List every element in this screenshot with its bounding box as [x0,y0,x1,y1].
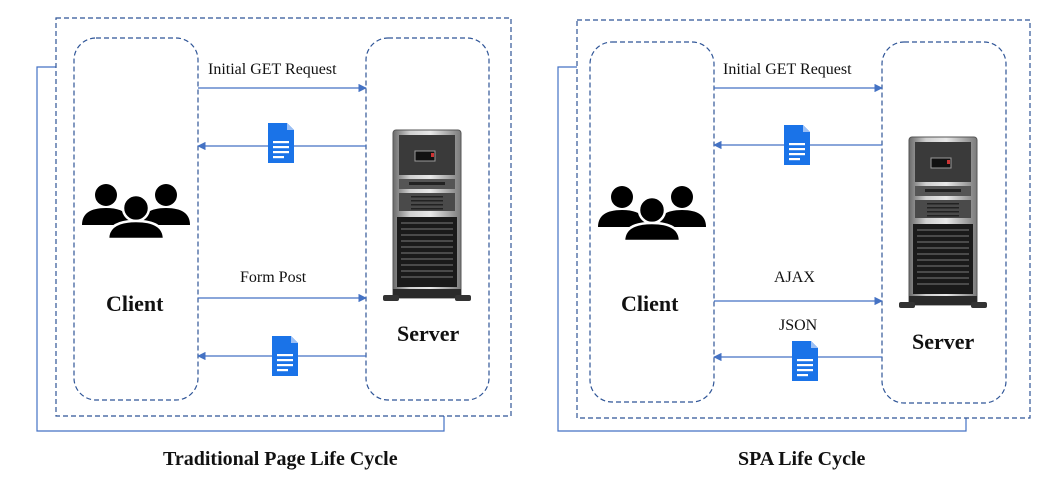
spa-client-label: Client [621,291,679,316]
spa-caption: SPA Life Cycle [738,448,866,470]
traditional-document-icon-2 [272,336,298,376]
traditional-panel [36,17,512,432]
spa-ajax-label: AJAX [774,269,815,286]
spa-server-tower-icon [898,136,988,309]
traditional-outer-dashed-frame [55,17,512,417]
spa-back-frame [557,66,967,432]
traditional-server-tower-icon [382,129,472,302]
spa-panel [557,19,1031,432]
spa-get-label: Initial GET Request [723,61,852,78]
traditional-document-icon-1 [268,123,294,163]
traditional-form-post-label: Form Post [240,269,307,286]
spa-document-icon-1 [784,125,810,165]
spa-document-icon-2 [792,341,818,381]
traditional-get-label: Initial GET Request [208,61,337,78]
traditional-caption: Traditional Page Life Cycle [163,448,398,470]
spa-json-label: JSON [779,317,818,334]
spa-outer-dashed-frame [576,19,1031,419]
traditional-server-label: Server [397,321,460,346]
spa-server-label: Server [912,329,975,354]
traditional-back-frame [36,66,445,432]
traditional-client-label: Client [106,291,164,316]
